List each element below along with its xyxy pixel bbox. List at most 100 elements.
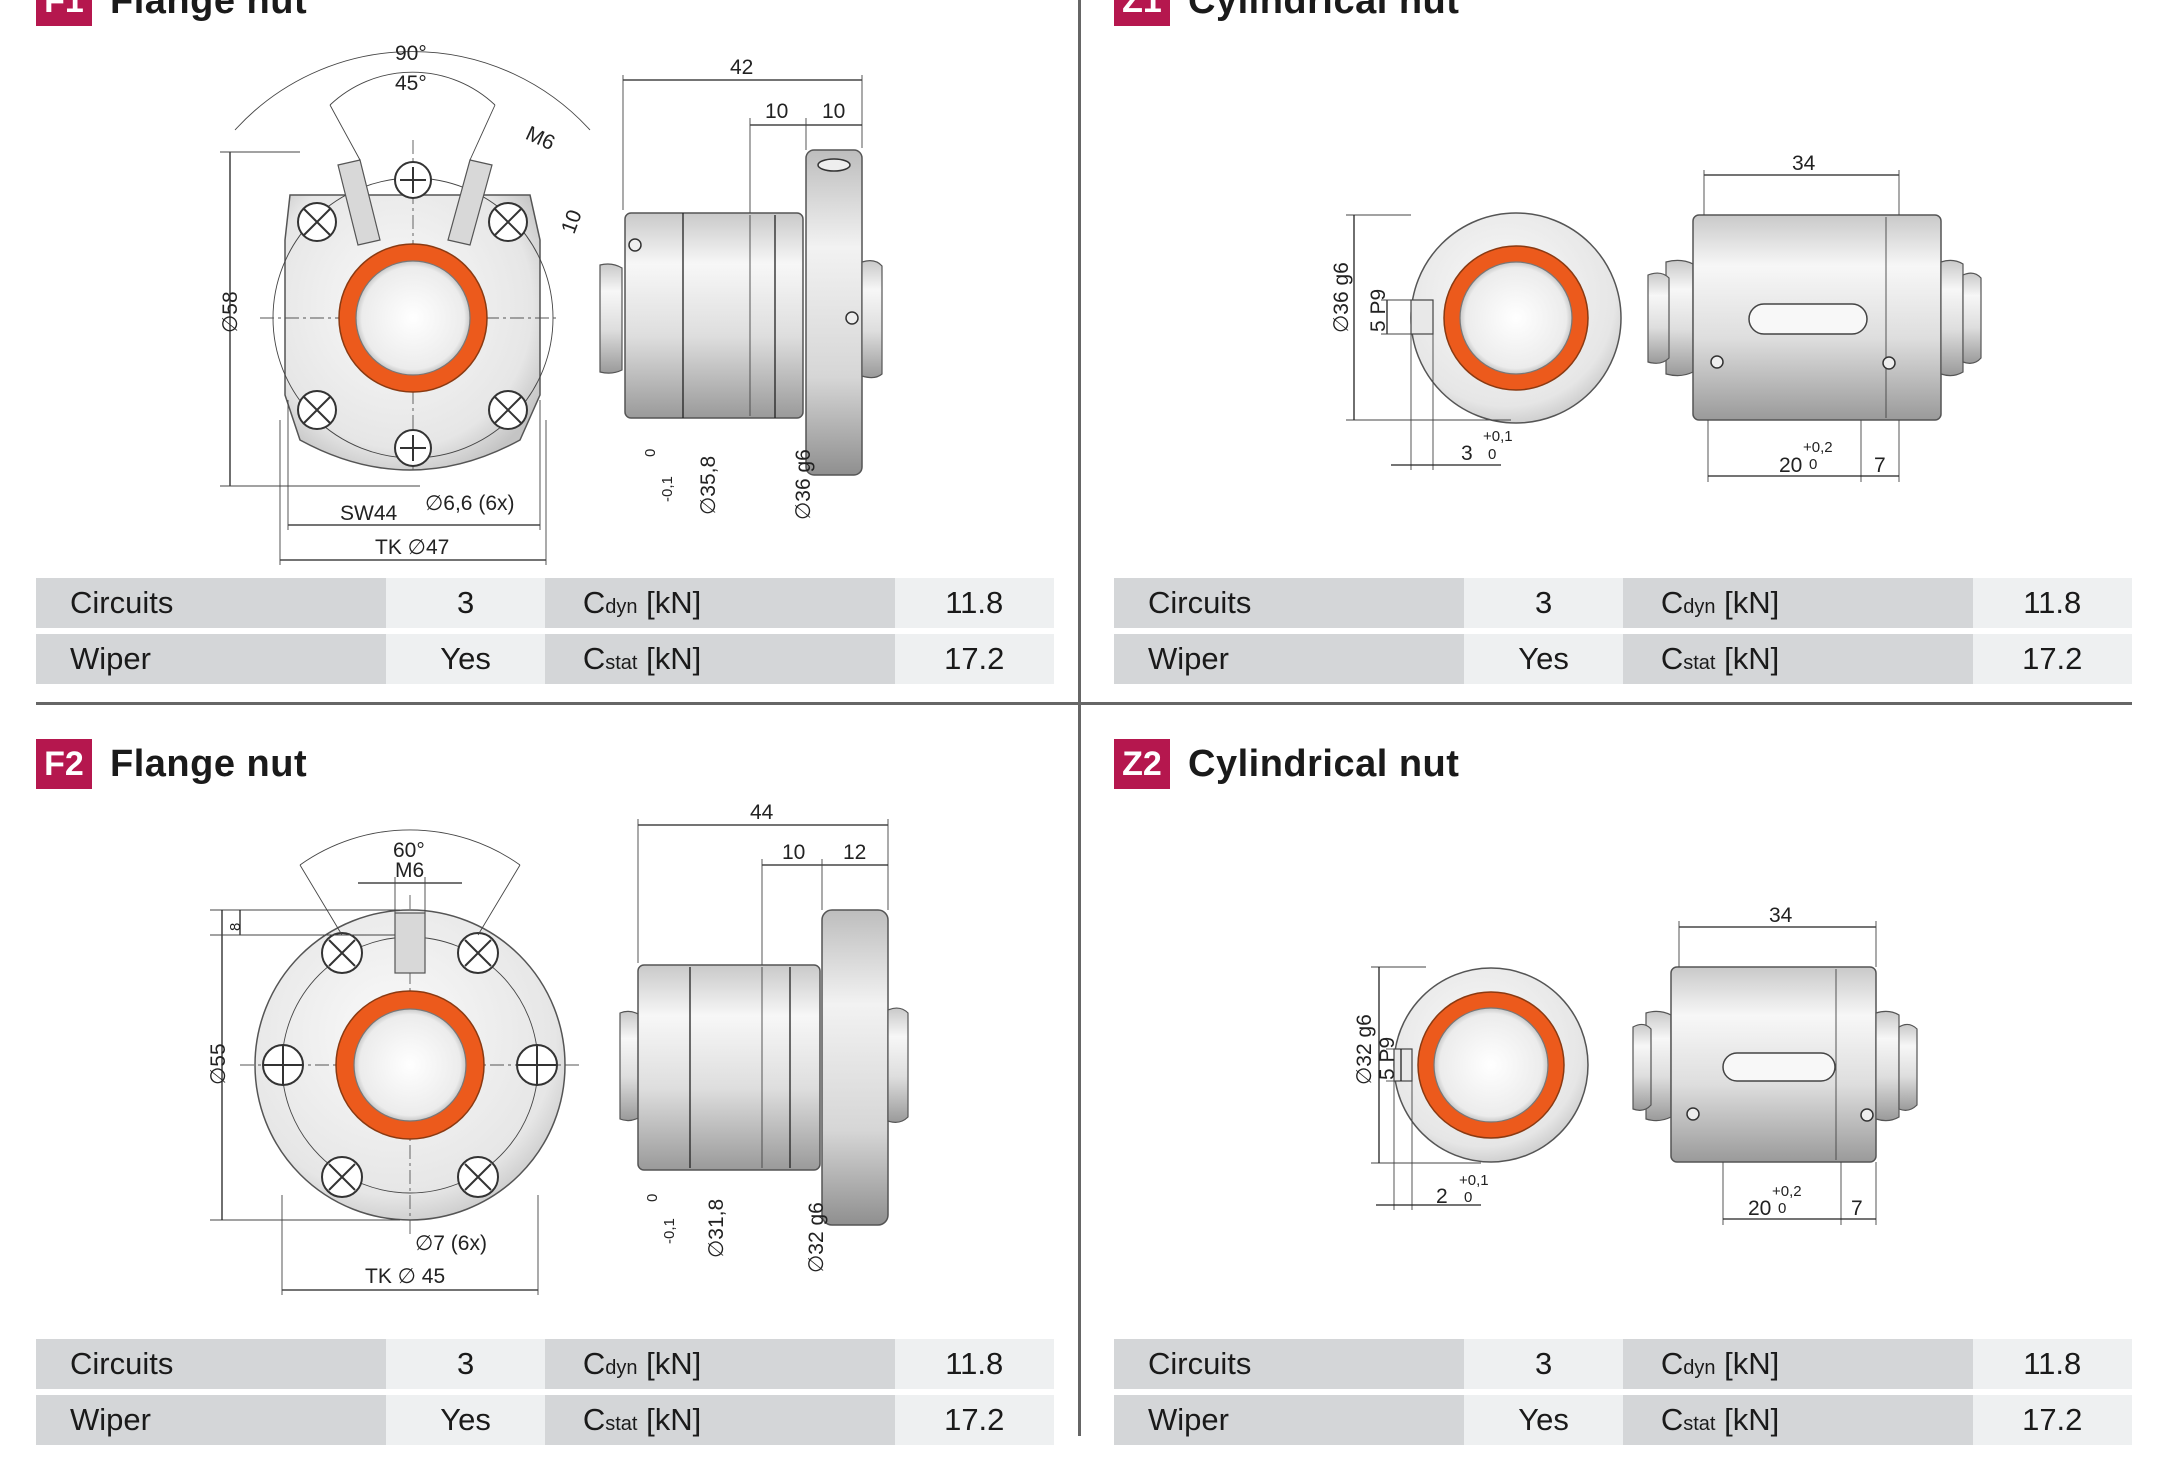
dim-inner-tol2: -0,1 — [661, 1218, 678, 1244]
table-row: Circuits 3 Cdyn [kN] 11.8 — [1114, 1339, 2132, 1389]
cdyn-value: 11.8 — [1972, 1339, 2132, 1389]
dim-sw: SW44 — [340, 502, 398, 525]
dim-inner-tol2: -0,1 — [659, 476, 676, 502]
cdyn-value: 11.8 — [1972, 578, 2132, 628]
spec-table: Circuits 3 Cdyn [kN] 11.8 Wiper Yes Csta… — [1114, 1333, 2132, 1451]
flange-nut-drawing: 90° 45° M6 10 ∅58 SW44 ∅6,6 (6x) TK ∅47 — [219, 42, 883, 565]
section-badge: F1 — [36, 0, 92, 26]
dim-inner-d: ∅31,8 — [705, 1199, 728, 1258]
horizontal-divider — [36, 702, 2132, 705]
hole-marker — [457, 932, 499, 974]
dim-len-b: 10 — [822, 100, 845, 123]
dim-key-tol-top: +0,1 — [1459, 1172, 1489, 1189]
section-badge: Z1 — [1114, 0, 1170, 26]
wiper-label: Wiper — [1114, 634, 1465, 684]
table-row: Circuits 3 Cdyn [kN] 11.8 — [36, 578, 1054, 628]
section-z1: Z1 Cylindrical nut ∅36 g6 5 P9 3 +0,1 0 — [1081, 0, 2161, 735]
cylindrical-nut-drawing: ∅36 g6 5 P9 3 +0,1 0 34 20 +0,2 — [1330, 152, 1982, 482]
dim-slot-tol-bot: 0 — [1778, 1200, 1786, 1217]
dim-tk: TK ∅47 — [375, 536, 449, 559]
dim-hole: ∅7 (6x) — [415, 1232, 487, 1255]
flange-nut-drawing: 60° M6 8 ∅55 ∅7 (6x) TK ∅ 45 44 10 12 0 — [207, 801, 909, 1295]
dim-keyway: 5 P9 — [1367, 289, 1390, 332]
dim-diameter: ∅58 — [219, 291, 242, 333]
side-view: 34 20 +0,2 0 7 — [1647, 152, 1982, 482]
cstat-label: Cstat [kN] — [1622, 1395, 1973, 1445]
section-badge: F2 — [36, 739, 92, 789]
cstat-label: Cstat [kN] — [544, 1395, 895, 1445]
circuits-value: 3 — [1464, 1339, 1623, 1389]
dim-length: 44 — [750, 801, 774, 824]
cdyn-label: Cdyn [kN] — [1622, 578, 1973, 628]
section-title: Flange nut — [110, 0, 308, 22]
cstat-value: 17.2 — [894, 634, 1054, 684]
section-f1: F1 Flange nut — [0, 0, 1080, 735]
hole-marker — [457, 1156, 499, 1198]
section-z2: Z2 Cylindrical nut ∅32 g6 5 P9 2 +0,1 0 — [1081, 735, 2161, 1470]
dim-len-a: 10 — [782, 841, 805, 864]
dim-angle: 60° — [393, 839, 425, 862]
cstat-value: 17.2 — [1972, 1395, 2132, 1445]
hole-marker — [297, 202, 337, 242]
spec-table: Circuits 3 Cdyn [kN] 11.8 Wiper Yes Csta… — [36, 572, 1054, 690]
dim-slot-tol-bot: 0 — [1809, 456, 1817, 473]
table-row: Wiper Yes Cstat [kN] 17.2 — [1114, 1395, 2132, 1445]
hole-marker — [394, 161, 432, 199]
cdyn-value: 11.8 — [894, 1339, 1054, 1389]
table-row: Circuits 3 Cdyn [kN] 11.8 — [1114, 578, 2132, 628]
dim-slot-pos: 20 — [1748, 1197, 1771, 1220]
dim-outer-d: ∅32 g6 — [805, 1202, 828, 1273]
cstat-label: Cstat [kN] — [544, 634, 895, 684]
wiper-label: Wiper — [36, 634, 387, 684]
dim-thread: M6 — [522, 122, 558, 155]
dim-angle-inner: 45° — [395, 72, 427, 95]
section-header: Z2 Cylindrical nut — [1114, 739, 1459, 789]
hole-marker — [488, 390, 528, 430]
dim-depth: 10 — [557, 207, 587, 237]
dim-inner-d: ∅35,8 — [697, 456, 720, 515]
dim-slot-tol-top: +0,2 — [1772, 1183, 1802, 1200]
dim-depth: 8 — [227, 923, 244, 931]
section-title: Flange nut — [110, 742, 308, 785]
wiper-value: Yes — [386, 634, 545, 684]
cstat-label: Cstat [kN] — [1622, 634, 1973, 684]
section-title: Cylindrical nut — [1188, 742, 1460, 785]
front-view: 60° M6 8 ∅55 ∅7 (6x) TK ∅ 45 — [207, 829, 580, 1295]
circuits-value: 3 — [386, 578, 545, 628]
table-row: Wiper Yes Cstat [kN] 17.2 — [36, 634, 1054, 684]
section-badge: Z2 — [1114, 739, 1170, 789]
table-row: Wiper Yes Cstat [kN] 17.2 — [36, 1395, 1054, 1445]
dim-length: 42 — [730, 56, 753, 79]
section-f2: F2 Flange nut — [0, 735, 1080, 1470]
front-view: 90° 45° M6 10 ∅58 SW44 ∅6,6 (6x) TK ∅47 — [219, 42, 591, 565]
dim-key-tol-bot: 0 — [1488, 446, 1496, 463]
spec-table: Circuits 3 Cdyn [kN] 11.8 Wiper Yes Csta… — [36, 1333, 1054, 1451]
cstat-value: 17.2 — [1972, 634, 2132, 684]
table-row: Wiper Yes Cstat [kN] 17.2 — [1114, 634, 2132, 684]
front-view: ∅36 g6 5 P9 3 +0,1 0 — [1330, 212, 1622, 470]
cylindrical-nut-drawing: ∅32 g6 5 P9 2 +0,1 0 34 20 +0,2 — [1353, 904, 1918, 1225]
section-header: Z1 Cylindrical nut — [1114, 0, 1459, 26]
wiper-label: Wiper — [36, 1395, 387, 1445]
wiper-value: Yes — [1464, 1395, 1623, 1445]
hole-marker — [394, 429, 432, 467]
dim-slot-tol-top: +0,2 — [1803, 439, 1833, 456]
cdyn-value: 11.8 — [894, 578, 1054, 628]
circuits-label: Circuits — [1114, 578, 1465, 628]
vertical-divider — [1078, 0, 1081, 1436]
dim-hole: ∅6,6 (6x) — [425, 492, 515, 515]
table-row: Circuits 3 Cdyn [kN] 11.8 — [36, 1339, 1054, 1389]
dim-slot-pos: 20 — [1779, 454, 1802, 477]
dim-outer-d: ∅36 g6 — [792, 449, 815, 520]
spec-table: Circuits 3 Cdyn [kN] 11.8 Wiper Yes Csta… — [1114, 572, 2132, 690]
hole-marker — [321, 932, 363, 974]
hole-marker — [488, 202, 528, 242]
dim-thread: M6 — [395, 859, 424, 882]
wiper-label: Wiper — [1114, 1395, 1465, 1445]
dim-slot-end: 7 — [1851, 1197, 1863, 1220]
dim-tk: TK ∅ 45 — [365, 1265, 445, 1288]
dim-angle-outer: 90° — [395, 42, 427, 65]
circuits-label: Circuits — [36, 578, 387, 628]
dim-slot-end: 7 — [1874, 454, 1886, 477]
cdyn-label: Cdyn [kN] — [544, 578, 895, 628]
